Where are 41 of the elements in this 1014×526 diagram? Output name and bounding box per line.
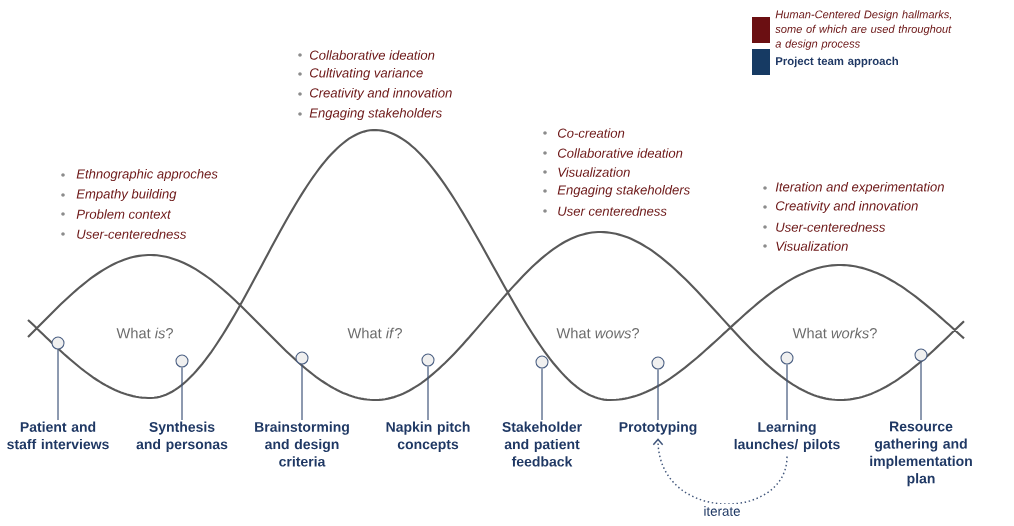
leader-line [427,365,429,421]
legend-text: Project team approach [776,56,898,68]
bullet-item: Creativity and innovation [298,87,452,101]
phase-question: What is? [116,327,173,339]
step-label: Learning launches/ pilots [734,421,840,452]
bullet-item: Collaborative ideation [298,50,435,60]
leader-line [657,368,659,421]
bullet-item: Creativity and innovation [763,200,918,214]
step-label: Stakeholder and patient feedback [502,421,582,467]
edge-label: iterate [701,504,743,518]
bullet-item: User-centeredness [763,222,886,232]
step-label: Resource gathering and implementation plan [870,421,972,487]
leader-line [57,348,59,421]
bullet-item: Empathy building [61,188,177,202]
step-label: Synthesis and personas [136,421,228,452]
leader-line [541,367,543,421]
dotted-arrow [652,438,788,505]
bullet-item: Ethnographic approches [61,168,218,182]
bullet-item: Visualization [543,167,630,177]
leader-line [181,366,183,421]
bullet-item: Co-creation [543,128,625,138]
bullet-item: Cultivating variance [298,67,423,81]
bullet-item: User centeredness [543,206,667,216]
legend-text: Human-Centered Design hallmarks, some of which are used throughout a design process [775,10,952,50]
step-label: Prototyping [619,421,697,435]
leader-line [786,363,788,421]
bullet-item: Engaging stakeholders [298,107,442,121]
bullet-item: Iteration and experimentation [763,181,944,195]
bullet-item: Visualization [763,241,848,251]
bullet-item: Problem context [61,209,172,219]
bullet-item: Engaging stakeholders [543,184,690,198]
bullet-item: Collaborative ideation [543,148,683,158]
leader-line [301,363,303,421]
phase-question: What wows? [556,327,640,339]
step-label: Patient and staff interviews [7,421,109,450]
phase-question: What if? [347,327,402,339]
bullet-item: User-centeredness [61,229,187,239]
phase-question: What works? [792,327,877,339]
leader-line [920,360,922,421]
step-label: Brainstorming and design criteria [255,421,349,467]
step-label: Napkin pitch concepts [386,421,470,452]
